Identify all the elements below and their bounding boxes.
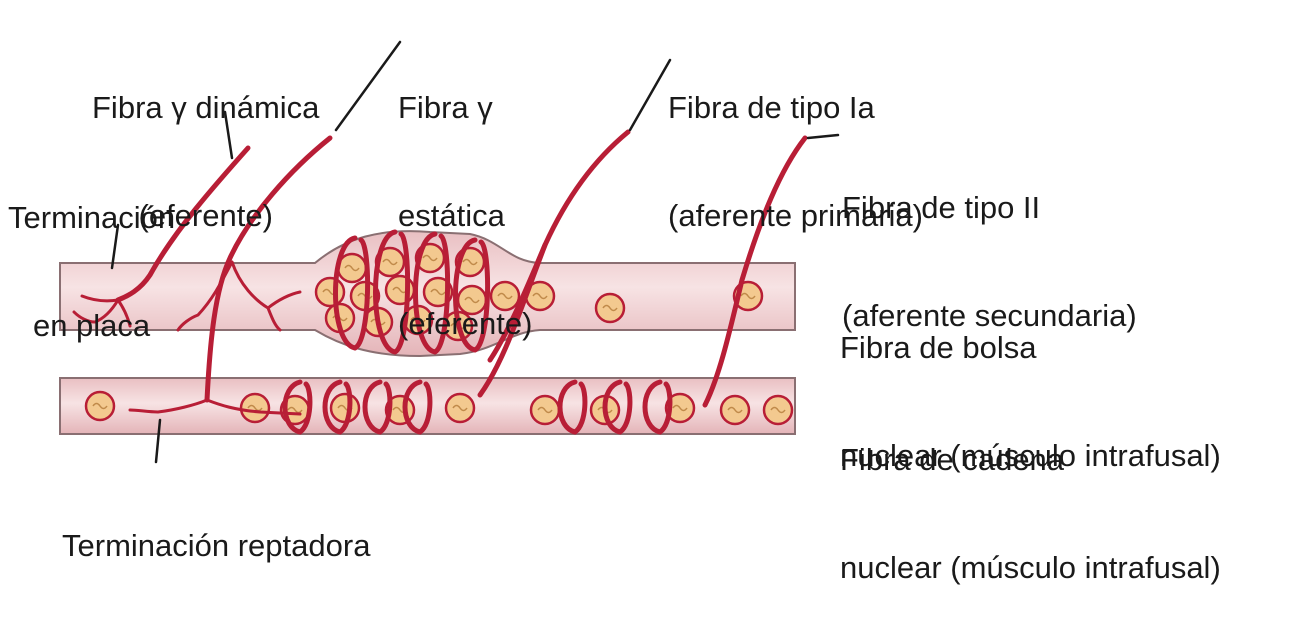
- nucleus: [446, 394, 474, 422]
- label-gamma-static: Fibra γ estática (eferente): [398, 18, 532, 378]
- nucleus: [764, 396, 792, 424]
- nucleus: [596, 294, 624, 322]
- label-plate-ending: Terminación en placa: [8, 128, 175, 380]
- nucleus: [316, 278, 344, 306]
- nucleus: [531, 396, 559, 424]
- label-nuclear-chain-fiber: Fibra de cadena nuclear (músculo intrafu…: [840, 370, 1221, 622]
- label-trail-ending: Terminación reptadora: [62, 456, 370, 600]
- nucleus: [86, 392, 114, 420]
- nucleus: [721, 396, 749, 424]
- nucleus: [331, 394, 359, 422]
- nucleus: [241, 394, 269, 422]
